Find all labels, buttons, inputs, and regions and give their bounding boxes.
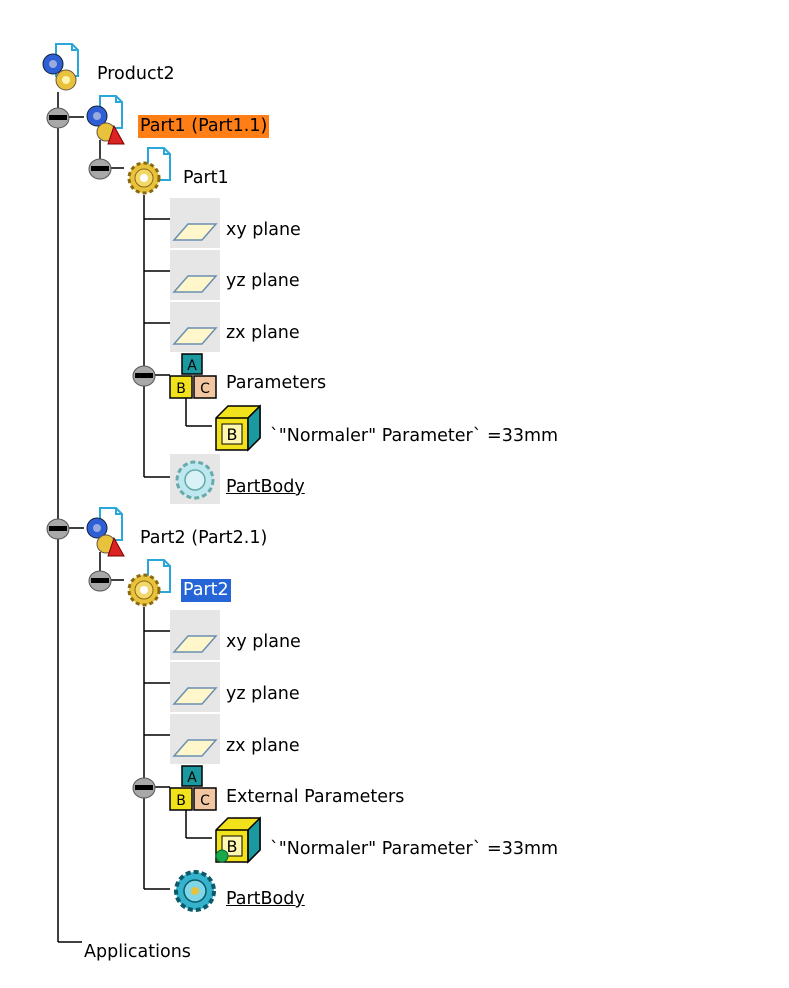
tree-node-part1-instance[interactable]: Part1 (Part1.1) bbox=[138, 115, 270, 138]
tree-node-part2[interactable]: Part2 bbox=[181, 579, 231, 602]
tree-node-xy-plane[interactable]: xy plane bbox=[226, 220, 301, 240]
collapse-toggle-icon[interactable] bbox=[87, 155, 113, 181]
svg-text:B: B bbox=[176, 793, 186, 809]
tree-node-partbody[interactable]: PartBody bbox=[226, 477, 305, 497]
plane-icon[interactable] bbox=[170, 198, 220, 248]
tree-node-xy-plane[interactable]: xy plane bbox=[226, 632, 301, 652]
part-gear-icon[interactable] bbox=[124, 558, 178, 610]
tree-node-parameters[interactable]: Parameters bbox=[226, 373, 327, 393]
product-icon[interactable] bbox=[40, 42, 92, 94]
collapse-toggle-icon[interactable] bbox=[131, 774, 157, 800]
external-parameter-block-icon[interactable]: B bbox=[212, 814, 264, 866]
tree-node-external-parameters[interactable]: External Parameters bbox=[226, 787, 405, 807]
plane-icon[interactable] bbox=[170, 610, 220, 660]
tree-node-part2-instance[interactable]: Part2 (Part2.1) bbox=[140, 528, 268, 548]
plane-icon[interactable] bbox=[170, 714, 220, 764]
svg-text:A: A bbox=[187, 358, 197, 374]
tree-node-external-parameter-value[interactable]: `"Normaler" Parameter` =33mm bbox=[270, 839, 559, 859]
plane-icon[interactable] bbox=[170, 662, 220, 712]
tree-node-parameter-value[interactable]: `"Normaler" Parameter` =33mm bbox=[270, 426, 559, 446]
abc-blocks-icon[interactable]: A B C bbox=[168, 764, 222, 814]
part-instance-icon[interactable] bbox=[84, 506, 136, 558]
tree-node-zx-plane[interactable]: zx plane bbox=[226, 736, 300, 756]
partbody-icon[interactable] bbox=[170, 866, 220, 916]
tree-node-product2[interactable]: Product2 bbox=[97, 64, 175, 84]
tree-node-applications[interactable]: Applications bbox=[84, 942, 191, 962]
collapse-toggle-icon[interactable] bbox=[131, 362, 157, 388]
svg-text:B: B bbox=[227, 425, 238, 444]
svg-text:C: C bbox=[200, 793, 210, 809]
part-gear-icon[interactable] bbox=[124, 146, 178, 198]
tree-node-yz-plane[interactable]: yz plane bbox=[226, 684, 300, 704]
tree-node-part1[interactable]: Part1 bbox=[183, 168, 229, 188]
svg-text:B: B bbox=[227, 837, 238, 856]
tree-node-yz-plane[interactable]: yz plane bbox=[226, 271, 300, 291]
plane-icon[interactable] bbox=[170, 250, 220, 300]
plane-icon[interactable] bbox=[170, 302, 220, 352]
partbody-icon[interactable] bbox=[170, 454, 220, 504]
svg-text:C: C bbox=[200, 381, 210, 397]
abc-blocks-icon[interactable]: A B C bbox=[168, 352, 222, 402]
collapse-toggle-icon[interactable] bbox=[87, 567, 113, 593]
tree-node-zx-plane[interactable]: zx plane bbox=[226, 323, 300, 343]
collapse-toggle-icon[interactable] bbox=[45, 104, 71, 130]
collapse-toggle-icon[interactable] bbox=[45, 515, 71, 541]
svg-text:A: A bbox=[187, 770, 197, 786]
svg-text:B: B bbox=[176, 381, 186, 397]
parameter-block-icon[interactable]: B bbox=[212, 402, 264, 454]
part-instance-icon[interactable] bbox=[84, 94, 136, 146]
tree-node-partbody[interactable]: PartBody bbox=[226, 889, 305, 909]
